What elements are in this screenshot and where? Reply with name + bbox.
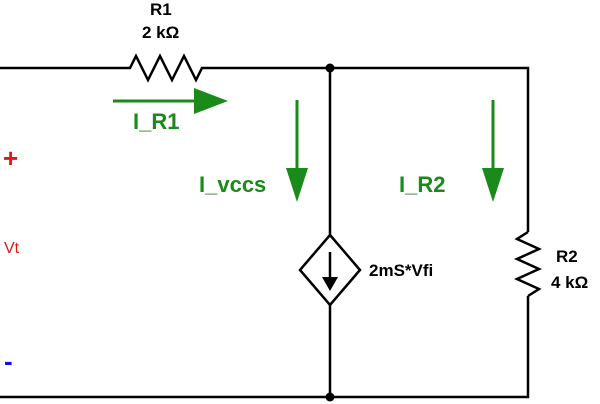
top-junction-dot xyxy=(325,63,335,73)
bottom-junction-dot xyxy=(325,392,335,402)
current-arrows xyxy=(113,88,504,202)
i-r1-arrow-head xyxy=(194,88,228,114)
top-wire-right xyxy=(210,66,530,232)
vt-voltage-label: Vt xyxy=(4,240,20,257)
vccs-source xyxy=(298,233,362,307)
r2-lower-wire xyxy=(0,296,530,399)
r1-resistor xyxy=(122,53,210,83)
r2-resistor xyxy=(513,230,543,298)
i-r2-arrow-head xyxy=(482,168,504,202)
vccs-diamond xyxy=(298,233,362,307)
r1-value-label: 2 kΩ xyxy=(142,23,179,42)
r1-name-label: R1 xyxy=(150,0,172,19)
r2-name-label: R2 xyxy=(556,247,578,266)
wires xyxy=(0,53,543,402)
i-r2-label: I_R2 xyxy=(399,172,445,197)
i-r1-label: I_R1 xyxy=(133,109,179,134)
i-vccs-arrow-head xyxy=(286,168,308,202)
i-vccs-label: I_vccs xyxy=(199,172,266,197)
minus-terminal-label: - xyxy=(4,346,13,376)
r2-value-label: 4 kΩ xyxy=(551,273,588,292)
vccs-arrow-head xyxy=(322,277,338,291)
plus-terminal-label: + xyxy=(3,143,18,173)
vccs-gain-label: 2mS*Vfi xyxy=(369,261,433,280)
